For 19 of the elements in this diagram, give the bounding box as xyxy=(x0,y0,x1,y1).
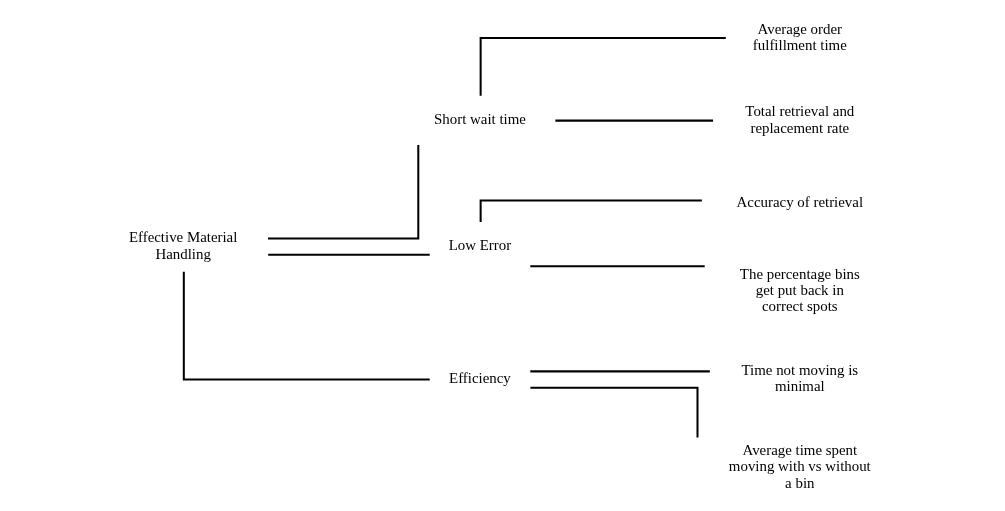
node-text: Low Error xyxy=(448,237,511,254)
connector xyxy=(554,119,713,122)
connector xyxy=(267,253,430,256)
node-text: Effective Material Handling xyxy=(128,229,237,262)
node-text: The percentage bins get put back in correct spots xyxy=(739,265,860,315)
connector xyxy=(182,271,430,381)
connector xyxy=(529,370,710,373)
connector xyxy=(529,386,698,438)
connector xyxy=(479,36,726,96)
node-text: Time not moving is minimal xyxy=(741,362,858,395)
connector xyxy=(267,145,419,240)
node-text: Total retrieval and replacement rate xyxy=(744,103,854,136)
node-text: Average order fulfillment time xyxy=(752,20,847,53)
connector xyxy=(479,199,702,223)
connector xyxy=(529,265,705,268)
node-text: Short wait time xyxy=(433,111,526,128)
node-text: Efficiency xyxy=(448,370,511,387)
node-text: Average time spent moving with vs without a bin xyxy=(728,442,871,491)
node-text: Accuracy of retrieval xyxy=(736,194,863,211)
